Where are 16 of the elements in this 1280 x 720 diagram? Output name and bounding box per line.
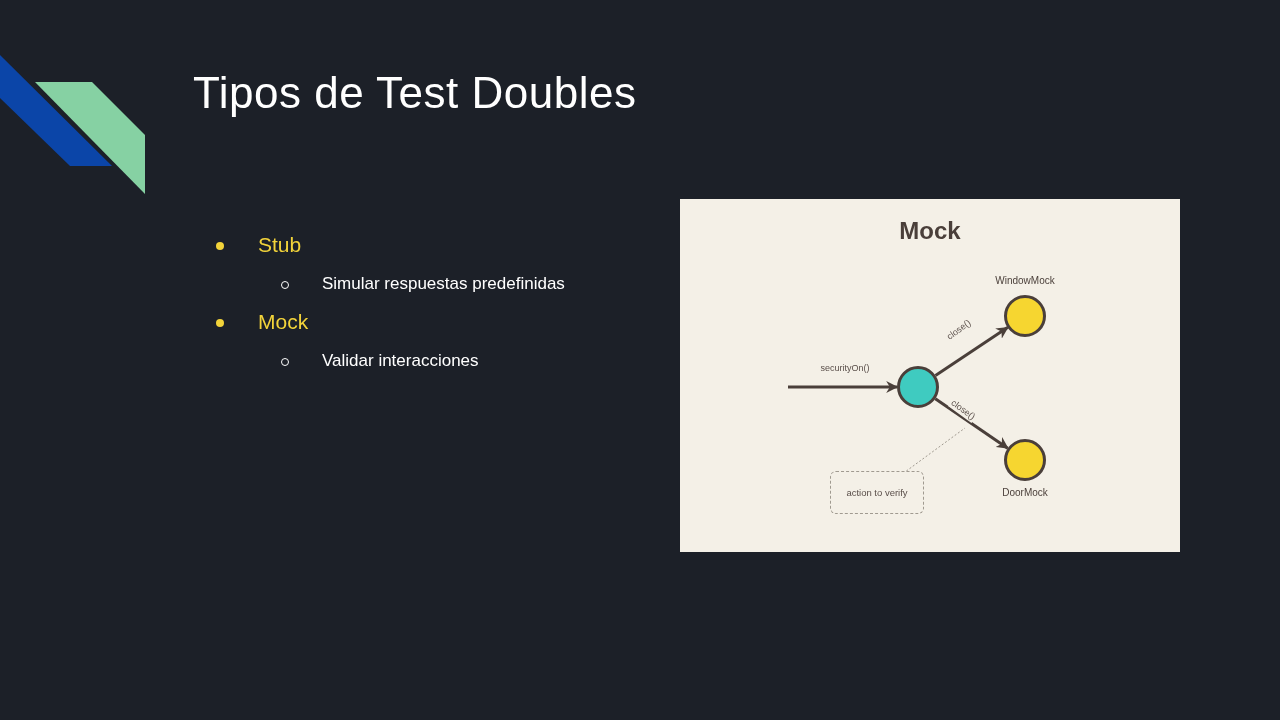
bullet-heading: Stub xyxy=(258,233,302,257)
bullet-heading: Mock xyxy=(258,310,309,334)
arrow xyxy=(934,326,1009,377)
bullet-text: Simular respuestas predefinidas xyxy=(322,274,565,294)
slide-title: Tipos de Test Doubles xyxy=(193,68,637,118)
node-label: WindowMock xyxy=(994,275,1056,286)
edge-label: securityOn() xyxy=(819,362,871,374)
diagram-panel xyxy=(680,199,1180,552)
object-circle xyxy=(897,366,939,408)
panel-heading: Mock xyxy=(898,217,962,245)
bullet-text: Validar interacciones xyxy=(322,351,479,371)
node-label: DoorMock xyxy=(1001,487,1049,498)
leader-line xyxy=(905,427,966,472)
arrow xyxy=(934,397,1009,450)
arrow xyxy=(788,381,899,393)
note-box: action to verify xyxy=(830,471,924,514)
